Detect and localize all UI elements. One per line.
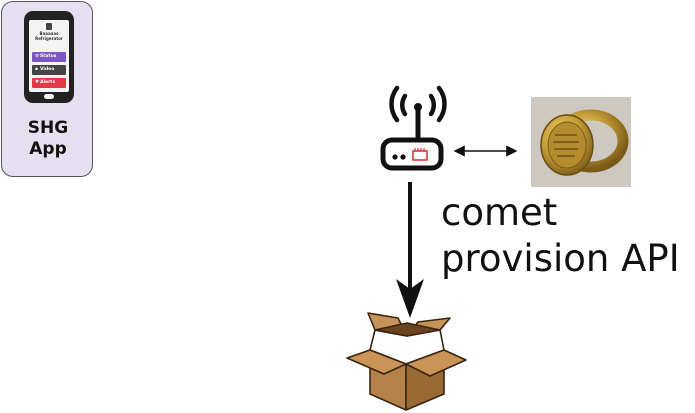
screen-title: Baaaaas Refrigerator <box>35 31 63 41</box>
heart-icon: ♥ <box>35 80 40 85</box>
wifi-router-icon <box>380 85 447 171</box>
down-arrow <box>396 182 424 318</box>
alerts-button[interactable]: ♥Alerts <box>32 78 66 88</box>
status-button[interactable]: ⚙Status <box>32 52 66 62</box>
phone-screen: Baaaaas Refrigerator ⚙Status ▪Video ♥Ale… <box>29 20 69 92</box>
shg-app-card[interactable]: Baaaaas Refrigerator ⚙Status ▪Video ♥Ale… <box>1 1 93 177</box>
gear-icon: ⚙ <box>35 54 40 59</box>
home-button <box>44 94 54 99</box>
status-label: Status <box>40 54 57 59</box>
app-label: SHG App <box>27 118 69 159</box>
api-label: comet provision API <box>441 191 680 280</box>
phone-icon: Baaaaas Refrigerator ⚙Status ▪Video ♥Ale… <box>24 11 74 103</box>
camera-icon: ▪ <box>35 67 39 72</box>
video-button[interactable]: ▪Video <box>32 65 66 75</box>
fridge-icon <box>46 23 52 30</box>
alerts-label: Alerts <box>40 80 56 85</box>
cardboard-box-icon <box>346 312 467 411</box>
video-label: Video <box>40 67 55 72</box>
gold-ring-photo <box>531 97 631 187</box>
